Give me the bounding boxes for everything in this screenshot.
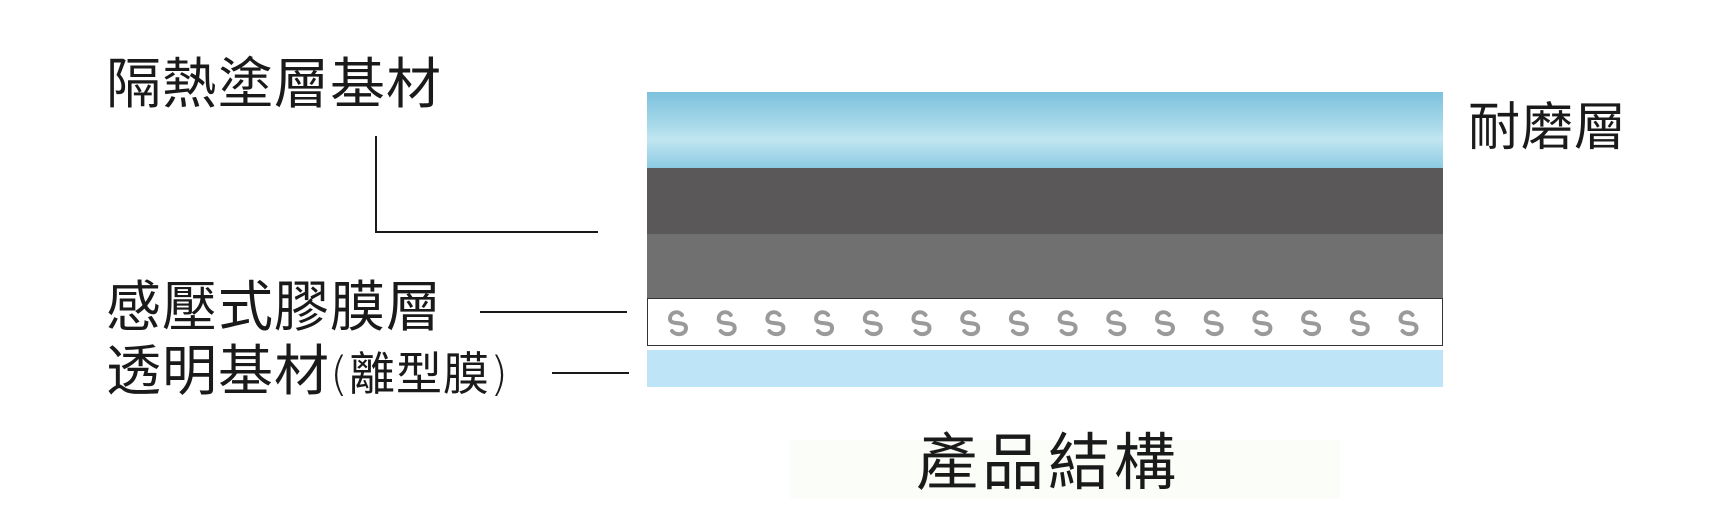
title-background — [790, 440, 1340, 498]
adhesive-wave-glyph — [1057, 310, 1078, 337]
layer-thermal-coating-mid — [647, 234, 1443, 298]
adhesive-wave-glyph — [862, 310, 883, 337]
adhesive-wave-glyph — [1203, 310, 1224, 337]
adhesive-wave-glyph — [1301, 310, 1322, 337]
adhesive-wave-glyph — [1154, 310, 1176, 337]
layer-adhesive — [647, 298, 1443, 346]
leader-line-adhesive — [480, 311, 627, 313]
layer-abrasion — [647, 92, 1443, 168]
adhesive-wave-glyph — [814, 310, 835, 337]
adhesive-wave-glyph — [1398, 310, 1419, 337]
adhesive-wave-glyph — [1106, 310, 1127, 337]
leader-line-thermal-vertical — [375, 136, 377, 233]
label-abrasion-layer: 耐磨層 — [1468, 98, 1628, 158]
adhesive-wave-glyph — [960, 310, 981, 337]
adhesive-wave-glyph — [1252, 310, 1273, 337]
layer-thermal-coating-dark — [647, 168, 1443, 234]
leader-line-thermal-horizontal — [375, 231, 598, 233]
leader-line-transparent — [552, 372, 629, 374]
layer-release-film — [647, 350, 1443, 387]
label-thermal-substrate: 隔熱塗層基材 — [106, 52, 443, 116]
label-release-film: (離型膜) — [330, 347, 509, 401]
adhesive-wave-glyph — [1349, 310, 1370, 337]
label-transparent-substrate: 透明基材(離型膜) — [106, 344, 509, 399]
adhesive-wave-glyph — [1008, 310, 1029, 337]
adhesive-wave-glyph — [667, 310, 689, 337]
adhesive-pattern — [667, 310, 1419, 337]
diagram-title: 產品結構 — [916, 426, 1181, 499]
label-adhesive-layer: 感壓式膠膜層 — [106, 275, 443, 339]
adhesive-wave-glyph — [716, 310, 737, 337]
adhesive-wave-glyph — [911, 310, 932, 337]
label-transparent-main: 透明基材 — [106, 339, 331, 403]
adhesive-wave-glyph — [765, 310, 786, 337]
